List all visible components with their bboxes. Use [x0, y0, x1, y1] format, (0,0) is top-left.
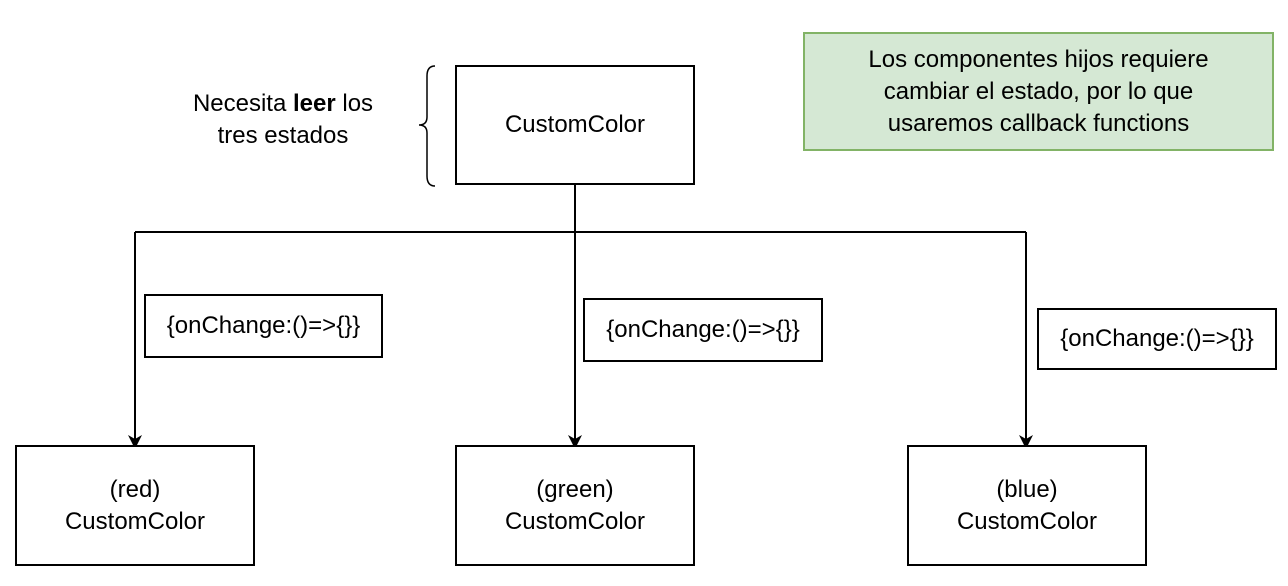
annotation-prefix: Necesita — [192, 90, 293, 117]
child-blue-prop: (blue) — [996, 475, 1058, 503]
annotation-line-1: Necesita leer los — [170, 88, 396, 120]
note-line-2: cambiar el estado, por lo que — [883, 77, 1194, 105]
callback-label-red: {onChange:()=>{}} — [144, 294, 383, 358]
child-green-prop: (green) — [536, 475, 614, 503]
curly-brace — [418, 65, 436, 187]
annotation-line-2: tres estados — [217, 122, 349, 149]
read-states-annotation: Necesita leer los tres estados — [170, 88, 396, 152]
callback-label-green: {onChange:()=>{}} — [583, 298, 823, 362]
note-line-3: usaremos callback functions — [887, 109, 1190, 137]
callback-note: Los componentes hijos requiere cambiar e… — [803, 32, 1274, 151]
root-label: CustomColor — [504, 111, 646, 138]
child-red-node[interactable]: (red) CustomColor — [15, 445, 255, 566]
child-red-label: CustomColor — [64, 507, 206, 535]
child-green-node[interactable]: (green) CustomColor — [455, 445, 695, 566]
child-blue-label: CustomColor — [956, 507, 1098, 535]
root-customcolor-node[interactable]: CustomColor — [455, 65, 695, 185]
child-blue-node[interactable]: (blue) CustomColor — [907, 445, 1147, 566]
child-green-label: CustomColor — [504, 507, 646, 535]
callback-label-blue: {onChange:()=>{}} — [1037, 308, 1277, 370]
note-line-1: Los componentes hijos requiere — [868, 45, 1209, 73]
callback-text-red: {onChange:()=>{}} — [166, 312, 361, 339]
annotation-suffix: los — [335, 90, 374, 117]
callback-text-green: {onChange:()=>{}} — [606, 316, 800, 343]
annotation-emphasis: leer — [292, 90, 336, 117]
child-red-prop: (red) — [109, 475, 161, 503]
callback-text-blue: {onChange:()=>{}} — [1060, 325, 1254, 352]
